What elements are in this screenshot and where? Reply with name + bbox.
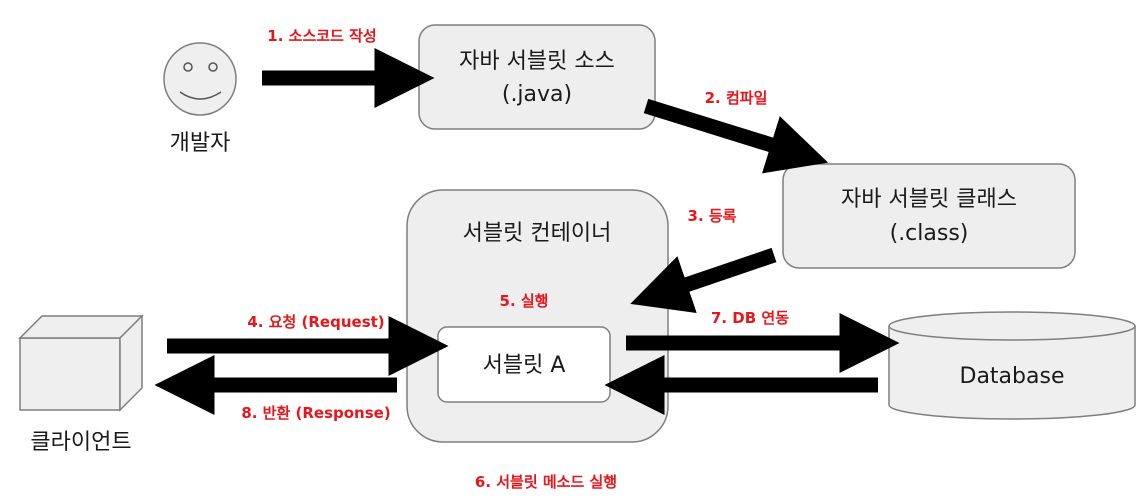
step-6-label: 6. 서블릿 메소드 실행 — [475, 473, 617, 491]
class-title: 자바 서블릿 클래스 — [841, 187, 1017, 212]
database-cylinder-icon — [888, 311, 1136, 420]
database-label: Database — [960, 364, 1065, 389]
step-4-label: 4. 요청 (Request) — [247, 313, 384, 331]
source-extension: (.java) — [502, 82, 572, 107]
class-extension: (.class) — [890, 221, 969, 246]
source-box — [418, 24, 656, 130]
arrow-register — [630, 247, 777, 313]
step-7-label: 7. DB 연동 — [711, 309, 789, 327]
class-box — [782, 163, 1076, 269]
client-cube-icon — [18, 314, 144, 412]
client-label: 클라이언트 — [30, 430, 131, 455]
step-2-label: 2. 컴파일 — [705, 89, 768, 107]
step-1-label: 1. 소스코드 작성 — [267, 27, 376, 45]
servlet-container-label: 서블릿 컨테이너 — [463, 221, 612, 246]
developer-label: 개발자 — [170, 131, 231, 156]
arrow-compile — [643, 98, 829, 174]
step-3-label: 3. 등록 — [688, 207, 737, 225]
source-title: 자바 서블릿 소스 — [459, 49, 615, 74]
developer-smiley-icon — [163, 42, 237, 116]
servlet-a-label: 서블릿 A — [483, 353, 566, 378]
step-8-label: 8. 반환 (Response) — [241, 404, 390, 422]
step-5-label: 5. 실행 — [500, 292, 549, 310]
